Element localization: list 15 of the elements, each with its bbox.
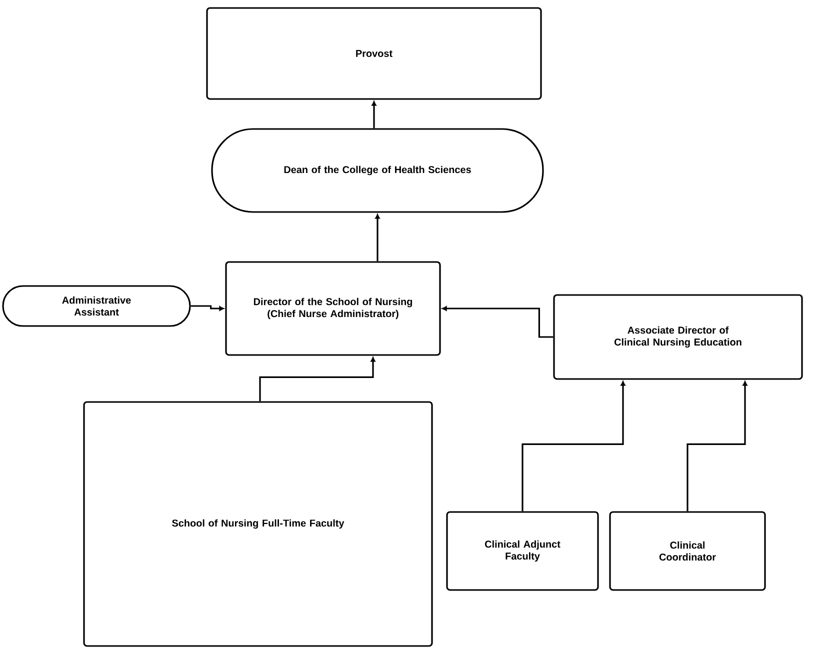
arrow	[522, 381, 626, 512]
rounded-box: Administrative Assistant	[2, 285, 191, 327]
title-box: Provost	[206, 7, 542, 100]
title-box: Associate Director of Clinical Nursing Education	[553, 294, 803, 380]
title-box: Clinical Coordinator	[609, 511, 766, 591]
rounded-box: Dean of the College of Health Sciences	[211, 128, 544, 213]
arrow	[375, 214, 380, 262]
arrow	[372, 101, 376, 128]
arrow	[259, 357, 376, 402]
title-box: Clinical Adjunct Faculty	[446, 511, 599, 591]
title-box: School of Nursing Full-Time Faculty	[83, 401, 433, 647]
title-box: Director of the School of Nursing (Chief Nurse Administrator)	[225, 261, 441, 356]
arrow	[442, 306, 554, 338]
arrow	[686, 381, 748, 512]
arrow	[190, 305, 224, 311]
